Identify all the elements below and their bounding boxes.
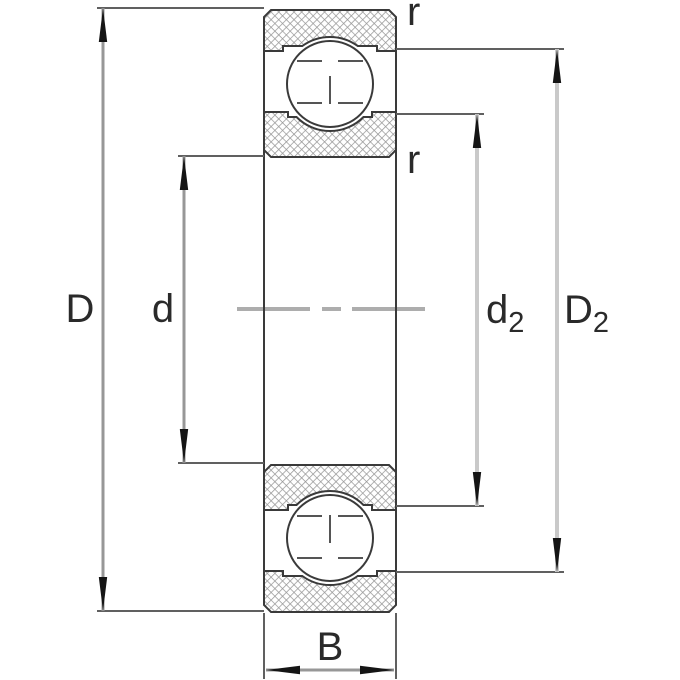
dimension-bore-diameter-d: d — [152, 155, 264, 464]
arrowhead-down — [98, 577, 108, 611]
inner-ring-top — [263, 111, 397, 158]
bearing-top-section — [263, 9, 397, 158]
dimension-width-B: B — [263, 613, 397, 679]
ball-top-center-marks — [297, 60, 363, 104]
outer-ring-top — [263, 9, 397, 52]
arrowhead-right — [360, 665, 394, 675]
dimension-inner-shoulder-d2: d2 — [396, 113, 524, 507]
ball-bottom-center-marks — [297, 515, 363, 559]
inner-ring-bottom — [263, 464, 397, 511]
outer-ring-bottom — [263, 570, 397, 613]
bearing-bottom-section — [263, 464, 397, 613]
arrowhead-up — [179, 156, 189, 190]
dimension-outer-shoulder-D2: D2 — [396, 48, 609, 573]
chamfer-labels: r r — [407, 0, 420, 182]
label-B: B — [317, 625, 344, 669]
arrowhead-up — [98, 8, 108, 42]
label-D: D — [66, 287, 95, 331]
arrowhead-down — [179, 429, 189, 463]
arrowhead-up — [552, 49, 562, 83]
label-r-outer-chamfer: r — [407, 0, 420, 34]
label-d: d — [152, 287, 174, 331]
label-r-inner-chamfer: r — [407, 138, 420, 182]
arrowhead-down — [472, 472, 482, 506]
dimension-outer-diameter-D: D — [66, 7, 264, 612]
arrowhead-down — [552, 538, 562, 572]
arrowhead-up — [472, 114, 482, 148]
arrowhead-left — [266, 665, 300, 675]
bearing-body — [263, 9, 397, 613]
label-D2: D2 — [564, 288, 609, 339]
label-d2: d2 — [486, 288, 524, 339]
